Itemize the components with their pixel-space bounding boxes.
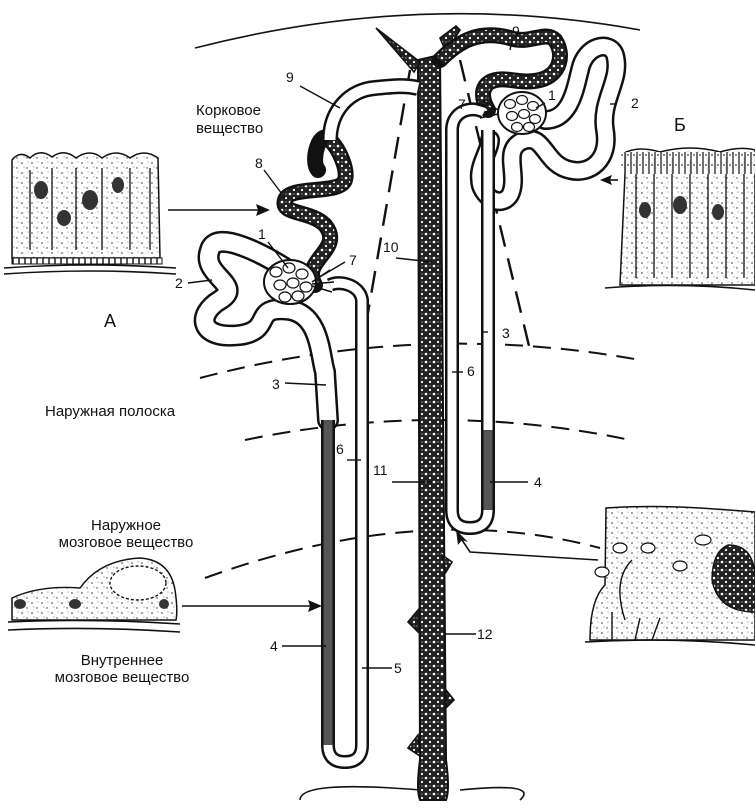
- label-12: 12: [477, 627, 493, 641]
- label-3-a: 3: [272, 377, 280, 391]
- label-8: 8: [255, 156, 263, 170]
- label-2-a: 2: [175, 276, 183, 290]
- label-7-a: 7: [349, 253, 357, 267]
- zone-label-cortex-line1: Корковое: [196, 102, 263, 120]
- label-6-a: 6: [336, 442, 344, 456]
- inset-thin-limb-epithelium: [8, 558, 180, 632]
- label-11: 11: [373, 463, 388, 477]
- zone-label-inner-medulla: Внутреннее мозговое вещество: [44, 652, 200, 686]
- arrow-ascending: [460, 537, 598, 560]
- zone-label-outer-stripe: Наружная полоска: [45, 403, 175, 420]
- label-6-b: 6: [467, 364, 475, 378]
- inset-ascending-cell: [585, 507, 755, 646]
- label-9-b: 9: [512, 24, 520, 38]
- label-5: 5: [394, 661, 402, 675]
- zone-label-cortex: Корковое вещество: [196, 102, 263, 138]
- label-7-b: 7: [458, 97, 466, 111]
- zone-label-cortex-line2: вещество: [196, 120, 263, 138]
- collecting-duct: [418, 55, 448, 800]
- label-10: 10: [383, 240, 399, 254]
- zone-label-outer-medulla-line1: Наружное: [48, 517, 204, 534]
- zone-label-inner-medulla-line2: мозговое вещество: [44, 669, 200, 686]
- label-4-a: 4: [270, 639, 278, 653]
- zone-label-inner-medulla-line1: Внутреннее: [44, 652, 200, 669]
- label-4-b: 4: [534, 475, 542, 489]
- connecting-tubule-a: [330, 86, 418, 140]
- label-2-b: 2: [631, 96, 639, 110]
- zone-label-outer-medulla: Наружное мозговое вещество: [48, 517, 204, 551]
- label-1-b: 1: [548, 88, 556, 102]
- zone-label-outer-medulla-line2: мозговое вещество: [48, 534, 204, 551]
- inset-letter-b: Б: [674, 116, 686, 134]
- label-9-a: 9: [286, 70, 294, 84]
- nephron-a: [205, 86, 418, 762]
- inset-letter-a: А: [104, 312, 116, 330]
- label-3-b: 3: [502, 326, 510, 340]
- label-1-a: 1: [258, 227, 266, 241]
- inset-a-proximal-epithelium: [4, 153, 176, 274]
- glomerulus-a: [264, 260, 334, 304]
- nephron-b: [440, 35, 616, 528]
- inset-b-distal-epithelium: [605, 148, 755, 290]
